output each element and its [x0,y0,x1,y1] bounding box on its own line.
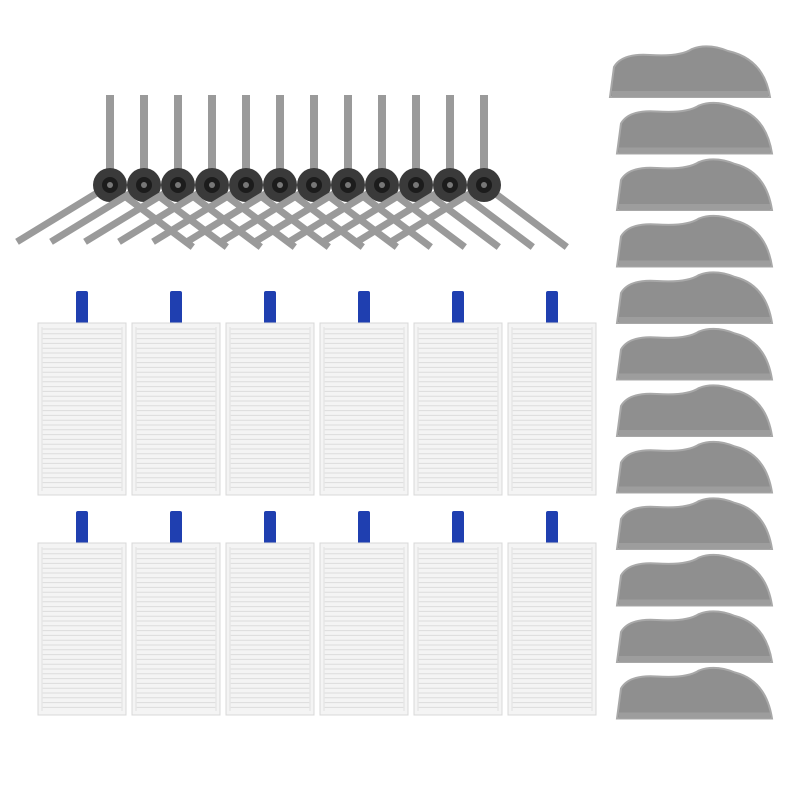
filter-tab [358,291,370,325]
mop-pad [615,610,774,663]
filter-tab [264,291,276,325]
filter-tab [76,511,88,545]
filter-tab [76,291,88,325]
hepa-filter [319,511,409,716]
filter-tab [546,511,558,545]
mop-pad-group [608,45,774,720]
filter-tab [170,291,182,325]
mop-pad [608,45,772,98]
hepa-filter [225,511,315,716]
hepa-filter [507,511,597,716]
side-brush [15,95,195,250]
mop-pad [615,497,774,550]
hepa-filter [507,291,597,496]
hepa-filter [131,511,221,716]
mop-pad [615,553,774,607]
filter-tab [452,511,464,545]
mop-pad [615,440,774,494]
mop-pad [615,384,774,437]
hepa-filter [413,291,503,496]
filter-tab [264,511,276,545]
hepa-filter [37,291,127,496]
mop-pad [615,101,774,155]
side-brush-group [15,95,569,250]
filter-tab [170,511,182,545]
hepa-filter [37,511,127,716]
mop-pad [615,214,774,268]
hepa-filter [225,291,315,496]
hepa-filter [319,291,409,496]
side-brush [389,95,569,250]
side-brush [49,95,229,250]
filter-tab [452,291,464,325]
mop-pad [615,271,774,324]
filter-tab [546,291,558,325]
mop-pad [615,327,774,381]
hepa-filter-group [37,291,597,716]
mop-pad [615,666,774,720]
filter-tab [358,511,370,545]
hepa-filter [413,511,503,716]
mop-pad [615,158,774,211]
hepa-filter [131,291,221,496]
